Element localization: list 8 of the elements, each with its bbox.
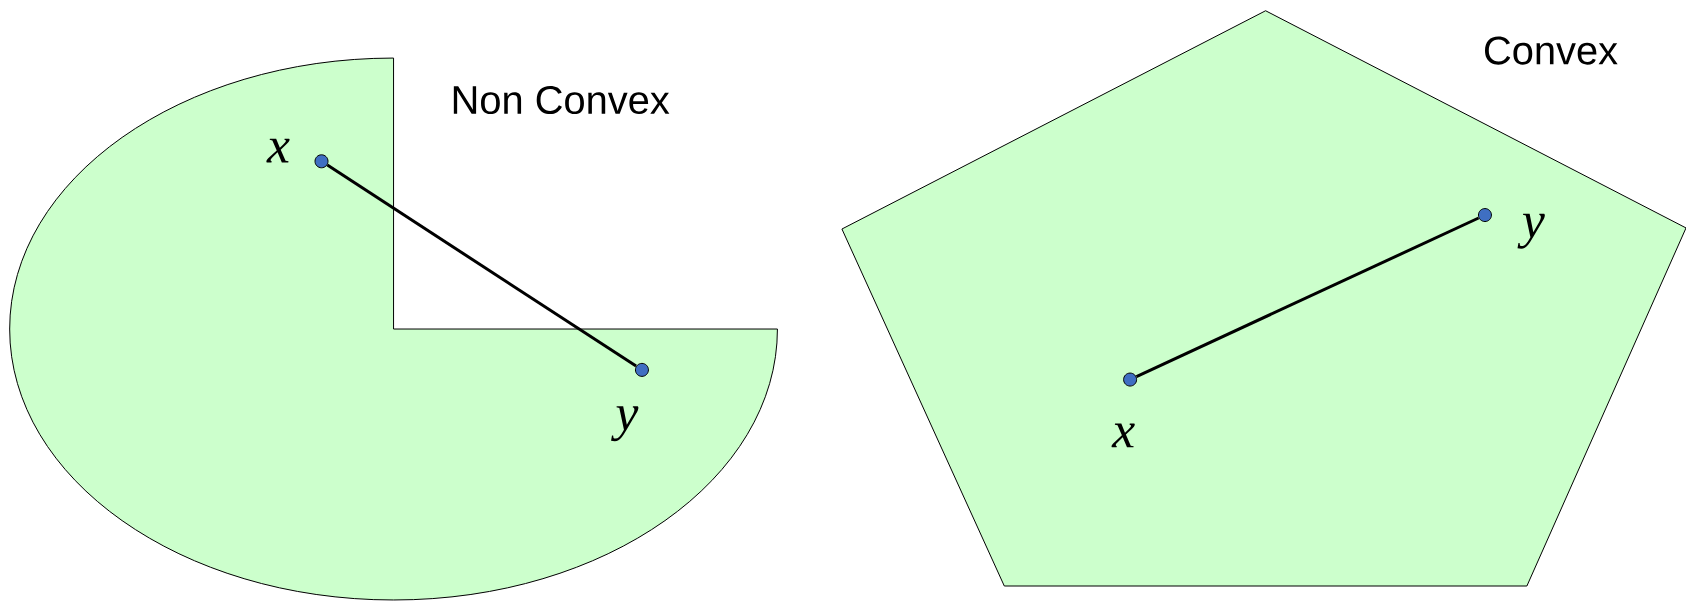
region-heading: Non Convex [453, 85, 670, 115]
region-heading: Convex [1485, 36, 1618, 65]
point-label: y [611, 406, 639, 442]
point-label: x [266, 138, 290, 163]
point-label: y [1517, 213, 1545, 249]
line-segment [326, 163, 637, 368]
line-segment [1135, 216, 1480, 378]
point-label: x [1111, 423, 1135, 448]
